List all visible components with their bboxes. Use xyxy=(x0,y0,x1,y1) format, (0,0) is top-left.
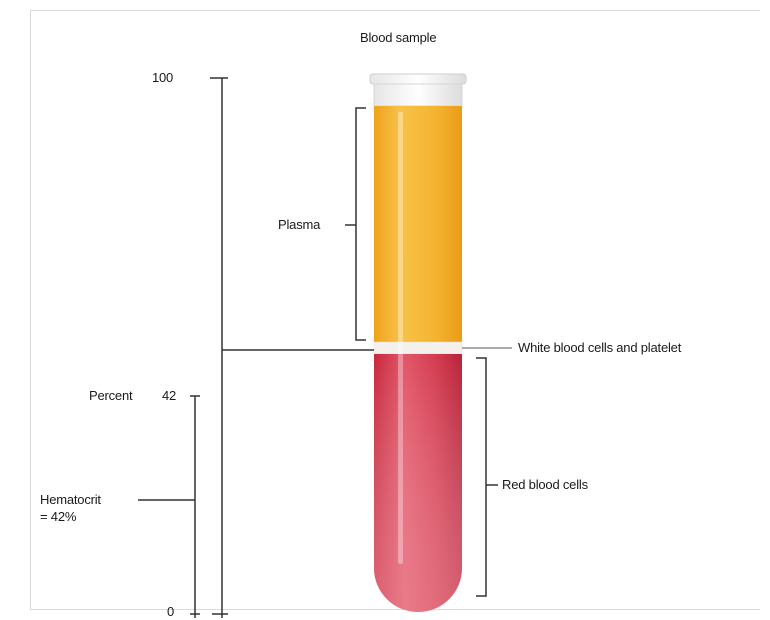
red-cells-label: Red blood cells xyxy=(502,477,588,492)
axis-label-percent: Percent xyxy=(89,388,132,403)
buffy-coat-label: White blood cells and platelet xyxy=(518,340,681,355)
axis-label-42: 42 xyxy=(162,388,176,403)
tube-empty-top xyxy=(374,84,462,106)
axis-label-0: 0 xyxy=(167,604,174,619)
diagram-title: Blood sample xyxy=(360,30,436,45)
red-cells-bracket xyxy=(476,358,486,596)
tube-highlight xyxy=(398,112,403,564)
plasma-label: Plasma xyxy=(278,217,320,232)
plasma-bracket xyxy=(356,108,366,340)
hematocrit-label: Hematocrit xyxy=(40,492,101,507)
buffy-coat-layer xyxy=(374,342,462,354)
red-cells-shading xyxy=(374,354,462,612)
axis-label-100: 100 xyxy=(152,70,173,85)
tube-rim xyxy=(370,74,466,84)
hematocrit-value: = 42% xyxy=(40,509,76,524)
plasma-layer xyxy=(374,106,462,342)
